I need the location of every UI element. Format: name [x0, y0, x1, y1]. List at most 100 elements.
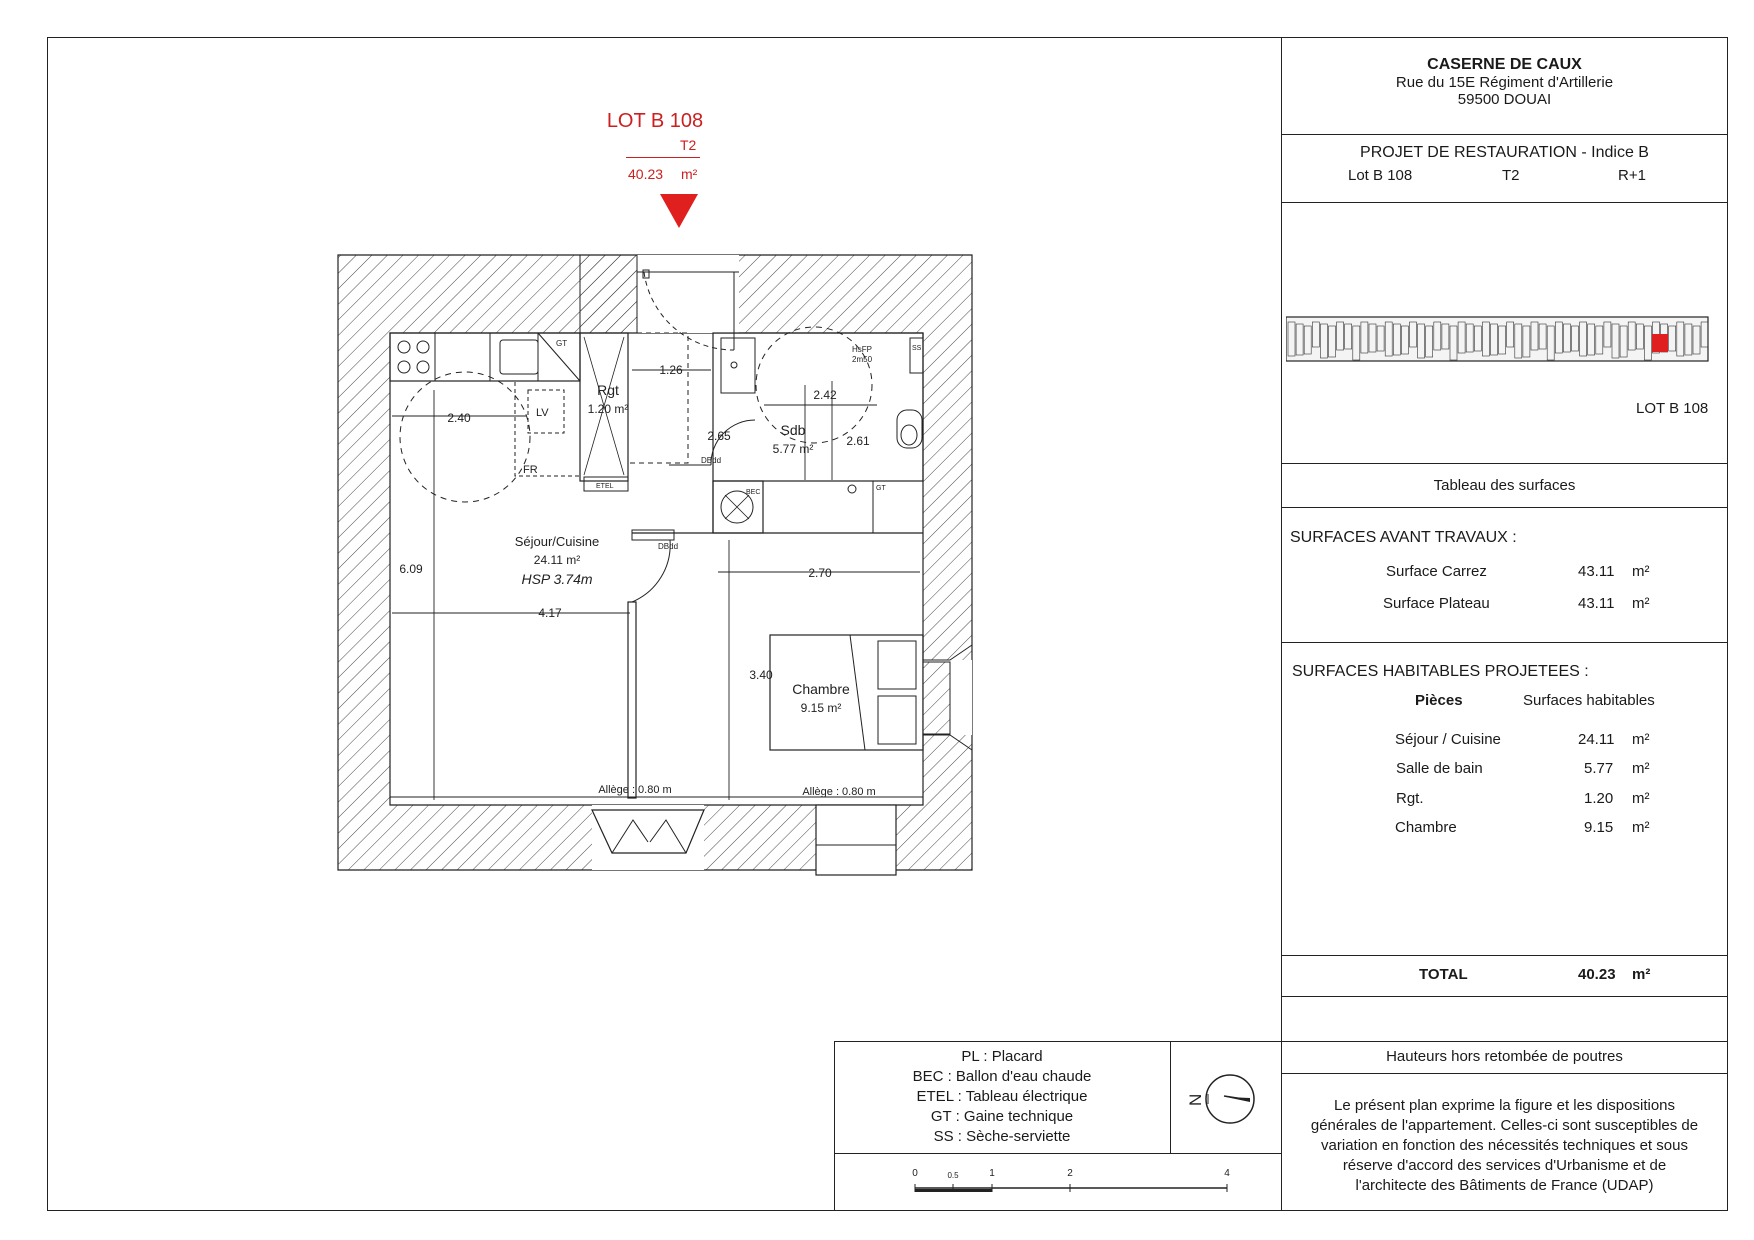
divider — [1281, 996, 1728, 997]
door-label: DBdd — [701, 456, 721, 465]
dimension: 6.09 — [399, 562, 423, 576]
address-block: CASERNE DE CAUX Rue du 15E Régiment d'Ar… — [1281, 56, 1728, 108]
key-plan-cell — [1684, 323, 1693, 356]
storage-area — [627, 332, 689, 464]
key-plan-cell — [1457, 321, 1466, 354]
before-heading: SURFACES AVANT TRAVAUX : — [1290, 529, 1517, 546]
key-plan-cell — [1546, 325, 1555, 361]
hob-burner — [416, 340, 430, 354]
sink — [499, 339, 539, 375]
north-arrow-icon: N — [1186, 1074, 1255, 1124]
lv-label: LV — [536, 407, 549, 419]
room-height: HSP 3.74m — [521, 571, 592, 587]
before-row-label: Surface Carrez — [1386, 563, 1487, 580]
key-plan-cell — [1482, 321, 1490, 357]
room-area: 5.77 m² — [773, 442, 814, 456]
room-value: 24.11 — [1578, 731, 1615, 748]
legend-item: GT : Gaine technique — [930, 1108, 1074, 1125]
window-frame — [591, 809, 705, 854]
room-value: 1.20 — [1584, 790, 1614, 807]
room-unit: m² — [1632, 790, 1650, 807]
gt-label: GT — [556, 339, 567, 348]
key-plan-cell — [1360, 321, 1369, 354]
dimension: 4.17 — [538, 606, 562, 620]
key-plan-cell — [1320, 323, 1328, 359]
towel-dryer — [909, 337, 924, 374]
key-plan-cell — [1417, 323, 1425, 359]
dimension: 1.26 — [659, 363, 683, 377]
surfaces-title: Tableau des surfaces — [1433, 477, 1576, 494]
legend-box — [834, 1041, 1282, 1211]
legend-item: SS : Sèche-serviette — [933, 1128, 1071, 1145]
total-value: 40.23 — [1578, 966, 1616, 983]
key-plan-cell — [1627, 321, 1636, 351]
exterior-walls — [337, 254, 973, 871]
lot-marker-unit: m² — [681, 166, 698, 182]
hob-burner — [397, 360, 411, 374]
project-floor: R+1 — [1618, 167, 1646, 184]
legend-divider-h — [834, 1153, 1282, 1154]
key-plan-cell — [1311, 321, 1320, 348]
key-plan-cell — [1668, 325, 1677, 352]
divider — [1281, 134, 1728, 135]
key-plan-cell — [1538, 323, 1547, 350]
legend-item: PL : Placard — [961, 1048, 1043, 1065]
disclaimer-line: l'architecte des Bâtiments de France (UD… — [1355, 1177, 1654, 1194]
fr-label: FR — [523, 464, 538, 476]
key-plan-cell — [1336, 321, 1344, 351]
total-unit: m² — [1632, 966, 1651, 983]
key-plan-cell — [1328, 325, 1336, 358]
dimension: 2.40 — [447, 411, 471, 425]
before-row-value: 43.11 — [1578, 563, 1615, 580]
shower-area — [762, 480, 874, 534]
key-plan-cell — [1433, 321, 1442, 351]
room-area: 1.20 m² — [588, 402, 629, 416]
disclaimer-line: générales de l'appartement. Celles-ci so… — [1310, 1117, 1699, 1134]
key-plan-cell — [1676, 321, 1685, 357]
hob-burner — [416, 360, 430, 374]
disclaimer-line: Le présent plan exprime la figure et les… — [1333, 1097, 1676, 1114]
project-lot: Lot B 108 — [1348, 167, 1413, 184]
site-city: 59500 DOUAI — [1457, 91, 1552, 108]
key-plan-cell — [1635, 323, 1644, 350]
turning-circle — [755, 326, 873, 444]
hsfp-label: HsFP — [852, 345, 872, 354]
key-plan-cell — [1530, 321, 1539, 351]
sill-height: Allège : 0.80 m — [802, 786, 875, 798]
key-plan-cell — [1571, 325, 1579, 352]
room-label: Chambre — [1395, 819, 1457, 836]
divider — [1281, 642, 1728, 643]
etel-label: ETEL — [596, 483, 614, 490]
dimension: 3.40 — [749, 668, 773, 682]
ss-label: SS — [912, 345, 922, 352]
project-title: PROJET DE RESTAURATION - Indice B — [1360, 144, 1649, 161]
lot-marker-arrow-icon — [660, 194, 698, 228]
key-plan-cell — [1465, 323, 1474, 353]
sill-height: Allège : 0.80 m — [598, 784, 671, 796]
room-name: Séjour/Cuisine — [515, 534, 600, 549]
heights-note: Hauteurs hors retombée de poutres — [1386, 1048, 1623, 1065]
key-plan-cell — [1368, 323, 1377, 353]
scale-tick: 4 — [1224, 1168, 1230, 1179]
washing-machine-space — [527, 389, 565, 434]
room-label: Rgt. — [1396, 790, 1424, 807]
key-plan-cell — [1376, 325, 1385, 352]
site-name: CASERNE DE CAUX — [1427, 56, 1582, 73]
key-plan-cell — [1384, 321, 1393, 357]
key-plan-cell — [1441, 323, 1450, 350]
col-rooms-header: Pièces — [1415, 692, 1463, 709]
hob-burner — [397, 340, 411, 354]
key-plan-cell — [1587, 323, 1596, 356]
legend-item: ETEL : Tableau électrique — [916, 1088, 1088, 1105]
key-plan-cell — [1595, 325, 1604, 355]
bedroom-door-swing — [631, 539, 671, 603]
divider — [1281, 463, 1728, 464]
lot-marker-area: 40.23 — [628, 166, 664, 182]
key-plan-cell — [1603, 321, 1612, 348]
entry-door-swing — [643, 271, 735, 351]
room-area: 9.15 m² — [801, 701, 842, 715]
key-plan-cell — [1644, 325, 1652, 361]
divider — [1281, 955, 1728, 956]
dimension: 2.70 — [808, 566, 832, 580]
key-plan-cell — [1425, 325, 1433, 358]
